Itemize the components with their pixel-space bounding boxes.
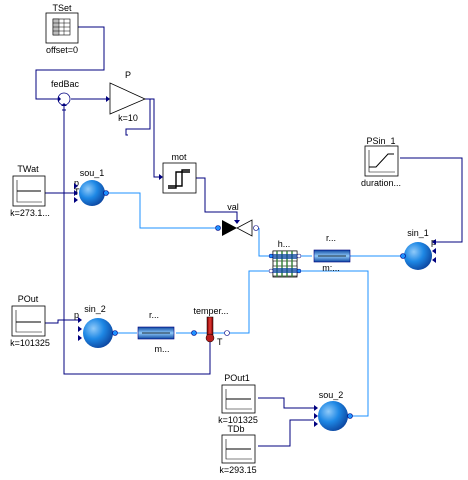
table-icon xyxy=(52,18,71,36)
pout1-to-sou2-line xyxy=(258,397,314,409)
psin-param: duration... xyxy=(361,178,401,188)
hex-label: h... xyxy=(278,239,291,249)
temp-port-b[interactable] xyxy=(224,330,230,336)
res1-param: m:... xyxy=(322,263,340,273)
fedbac-label: fedBac xyxy=(51,79,80,89)
const-axes-icon xyxy=(225,389,252,410)
gain-label: P xyxy=(125,70,131,80)
gain-triangle xyxy=(109,82,146,115)
source-ball xyxy=(318,401,348,431)
tdb-param: k=293.15 xyxy=(219,465,256,475)
hex-port-b2[interactable] xyxy=(268,268,274,274)
tdb-to-sou2-line xyxy=(258,419,314,447)
temp-label: temper... xyxy=(193,306,228,316)
sink-ball xyxy=(83,318,113,348)
sin2-block[interactable]: sin_2 p xyxy=(74,304,118,348)
const-axes-icon xyxy=(15,310,42,333)
signal-connections xyxy=(35,26,463,447)
sou1-port-p: p xyxy=(74,178,79,188)
twat-label: TWat xyxy=(17,164,39,174)
sin2-label: sin_2 xyxy=(84,304,106,314)
sin1-block[interactable]: sin_1 p xyxy=(400,228,437,270)
pout1-label: POut1 xyxy=(224,373,250,383)
res1-label: r... xyxy=(326,233,336,243)
sin1-label: sin_1 xyxy=(407,228,429,238)
psin-label: PSin_1 xyxy=(366,136,395,146)
motor-box xyxy=(162,162,197,194)
pout-param: k=101325 xyxy=(10,338,50,348)
pout-box xyxy=(11,305,46,337)
sou1-label: sou_1 xyxy=(80,168,105,178)
fedbac-input-arrow xyxy=(58,96,61,102)
tdb-block[interactable]: TDb k=293.15 xyxy=(219,424,256,475)
sou2-port[interactable] xyxy=(347,413,353,419)
fedbac-block[interactable]: fedBac xyxy=(51,79,80,111)
gain-block[interactable]: P k=10 xyxy=(106,70,146,123)
pout1-param: k=101325 xyxy=(218,415,258,425)
tset-label: TSet xyxy=(52,3,72,13)
pout1-block[interactable]: POut1 k=101325 xyxy=(218,373,258,425)
sink-ball xyxy=(404,242,432,270)
sou1-port-t: T xyxy=(74,187,80,197)
sou1-block[interactable]: sou_1 p T xyxy=(74,168,109,206)
hex-port-b1[interactable] xyxy=(296,253,302,259)
fedbac-feedback-arrow xyxy=(61,103,67,106)
ramp-axes-icon xyxy=(368,150,395,173)
fluid-connections xyxy=(108,192,401,417)
twat-block[interactable]: TWat k=273.1... xyxy=(10,164,50,218)
valve-left-triangle xyxy=(222,220,237,236)
valve-label: val xyxy=(227,202,239,212)
psin-to-sin1-line xyxy=(400,157,463,243)
sou1-port[interactable] xyxy=(103,190,109,196)
sou1-to-valve-pipe xyxy=(108,192,215,229)
hex-to-sou2-pipe xyxy=(297,270,369,417)
temperature-feedback-line xyxy=(63,106,211,375)
hex-tubes-icon xyxy=(273,251,297,277)
res2-param: m... xyxy=(155,344,170,354)
pout-block[interactable]: POut k=101325 xyxy=(10,294,50,348)
tdb-label: TDb xyxy=(227,424,244,434)
res2-label: r... xyxy=(149,310,159,320)
sin2-port-p: p xyxy=(74,310,79,320)
psin-block[interactable]: PSin_1 duration... xyxy=(361,136,401,188)
gain-to-motor-line xyxy=(142,98,161,178)
temp-port-a[interactable] xyxy=(191,330,197,336)
const-axes-icon xyxy=(16,180,42,203)
valve-port-a[interactable] xyxy=(215,225,221,231)
tset-to-fedbac-line xyxy=(35,26,105,100)
res1-block[interactable]: r... m:... xyxy=(313,233,351,273)
valve-to-hex-pipe xyxy=(258,228,271,257)
valve-block[interactable]: val xyxy=(215,202,259,237)
hex-port-a2[interactable] xyxy=(296,268,302,274)
hysteresis-icon xyxy=(168,169,190,189)
motor-to-valve-line xyxy=(196,177,238,220)
temp-output-label: T xyxy=(217,337,223,347)
pout-label: POut xyxy=(18,294,39,304)
gain-param: k=10 xyxy=(118,113,138,123)
sin1-port[interactable] xyxy=(400,253,406,259)
res2-block[interactable]: r... m... xyxy=(137,310,175,354)
sou2-label: sou_2 xyxy=(319,390,344,400)
sou2-block[interactable]: sou_2 xyxy=(314,390,353,431)
twat-param: k=273.1... xyxy=(10,208,50,218)
pout-to-sin2-line xyxy=(44,319,78,324)
hex-block[interactable]: h... xyxy=(268,239,302,278)
const-axes-icon xyxy=(225,439,252,460)
hex-port-a1[interactable] xyxy=(268,253,274,259)
valve-right-triangle xyxy=(236,219,253,237)
motor-label: mot xyxy=(171,152,187,162)
source-ball xyxy=(79,180,105,206)
temperature-sensor-block[interactable]: temper... T xyxy=(191,306,230,347)
tset-block[interactable]: TSet offset=0 xyxy=(45,3,79,55)
sin2-port[interactable] xyxy=(112,330,118,336)
valve-port-b[interactable] xyxy=(253,225,259,231)
tset-param: offset=0 xyxy=(46,45,78,55)
motor-block[interactable]: mot xyxy=(159,152,197,194)
temp-to-hex-pipe xyxy=(226,270,273,334)
ramp-line xyxy=(369,153,394,168)
